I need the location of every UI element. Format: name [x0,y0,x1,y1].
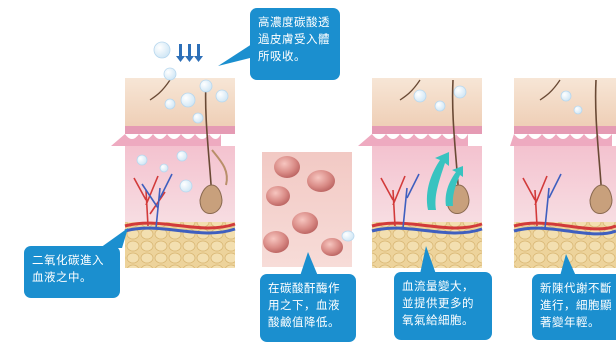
skin-panel-3 [358,78,482,268]
callout-middle-text: 在碳酸酐酶作 用之下，血液 酸鹼值降低。 [268,280,348,331]
down-arrows-icon [176,44,203,62]
callout-left-text: 二氧化碳進入 血液之中。 [32,252,112,286]
callout-left: 二氧化碳進入 血液之中。 [24,246,120,298]
skin-panel-4 [510,78,616,268]
callout-fourth-text: 新陳代謝不斷 進行，細胞顯 著變年輕。 [540,280,608,331]
callout-top: 高濃度碳酸透 過皮膚受入體 所吸收。 [250,8,340,80]
skin-panel-1 [111,42,235,268]
callout-middle: 在碳酸酐酶作 用之下，血液 酸鹼值降低。 [260,274,356,342]
callout-fourth: 新陳代謝不斷 進行，細胞顯 著變年輕。 [532,274,616,340]
blood-panel [262,152,354,267]
callout-top-text: 高濃度碳酸透 過皮膚受入體 所吸收。 [258,14,332,65]
callout-third-text: 血流量變大， 並提供更多的 氧氣給細胞。 [402,278,484,329]
callout-third: 血流量變大， 並提供更多的 氧氣給細胞。 [394,272,492,340]
